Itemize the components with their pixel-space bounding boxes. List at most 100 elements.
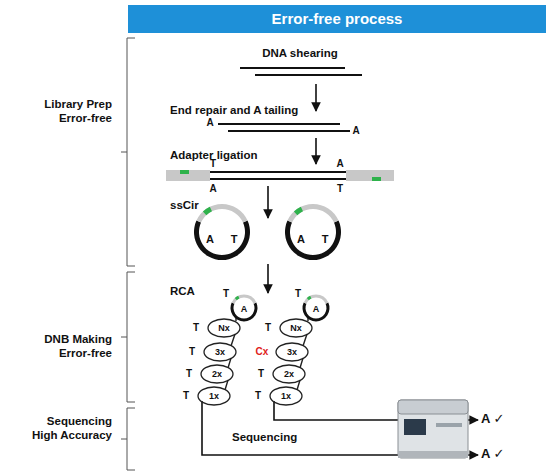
base-letter: A: [206, 117, 213, 129]
section-label: DNB Making Error-free: [24, 332, 112, 360]
sequencer-machine: [398, 400, 468, 458]
loop-outline: [201, 365, 233, 383]
process-arrow: [267, 264, 269, 293]
dnb-loop: 3x: [203, 342, 237, 362]
dnb-loop: 1x: [269, 386, 303, 406]
section-label: Library Prep Error-free: [24, 97, 112, 125]
node-text: 3x: [287, 346, 297, 358]
base-letter: T: [337, 183, 343, 195]
section-bracket: [121, 38, 135, 266]
process-arrow: [315, 138, 317, 164]
dna-strand: [210, 171, 346, 173]
dna-strand: [240, 67, 345, 69]
ring-outline: [303, 295, 330, 322]
base-letter: T: [193, 322, 199, 334]
dna-strand: [228, 130, 350, 132]
loop-outline: [204, 343, 236, 361]
sequencer-screen: [404, 419, 426, 435]
base-letter: A: [209, 183, 216, 195]
error-base: Cx: [256, 346, 269, 358]
base-letter: T: [210, 158, 216, 170]
base-letter: A: [336, 158, 343, 170]
barcode-mark: [235, 296, 240, 300]
adapter-block: [166, 170, 210, 181]
process-arrow: [267, 186, 269, 218]
insert-arc: [231, 302, 258, 321]
base-letter: A: [352, 125, 359, 137]
dnb-loop: Nx: [279, 318, 313, 338]
loop-outline: [273, 365, 305, 383]
dnb-coil: [225, 318, 308, 390]
circle-molecule: A: [301, 293, 331, 323]
node-text: Nx: [290, 322, 302, 334]
loop-outline: [280, 319, 312, 337]
step-label: RCA: [170, 284, 195, 298]
process-arrow: [315, 84, 317, 111]
dna-strand: [255, 74, 362, 76]
base-letter: T: [255, 390, 261, 402]
result-label: A ✓: [481, 412, 504, 426]
dna-strand: [218, 123, 340, 125]
dnb-loop: 3x: [275, 342, 309, 362]
circle-molecule: AT: [283, 202, 343, 262]
dna-strand: [210, 178, 346, 180]
barcode-mark: [307, 296, 312, 300]
node-text: 3x: [215, 346, 225, 358]
dnb-loop: 2x: [272, 364, 306, 384]
base-letter: T: [265, 322, 271, 334]
insert-arc: [285, 221, 341, 260]
node-text: 1x: [281, 390, 291, 402]
section-bracket: [121, 408, 135, 470]
insert-arc: [303, 302, 330, 321]
loop-outline: [198, 387, 230, 405]
node-outline: [283, 202, 343, 262]
node-text: T: [231, 233, 238, 245]
adapter-block: [346, 170, 394, 181]
sequencer-body: [398, 400, 468, 458]
sequencer-lid: [398, 400, 468, 414]
circle-molecule: A: [229, 293, 259, 323]
circle-molecule: AT: [192, 202, 252, 262]
ring-outline: [194, 204, 250, 260]
loop-outline: [208, 319, 240, 337]
base-letter: T: [189, 346, 195, 358]
adapter-arc: [232, 295, 257, 304]
base-letter: T: [258, 368, 264, 380]
loop-outline: [276, 343, 308, 361]
node-text: 2x: [212, 368, 222, 380]
node-outline: [192, 202, 252, 262]
dna-strand: [210, 68, 362, 179]
barcode-mark: [372, 177, 381, 181]
base-letter: T: [223, 288, 229, 300]
barcode-mark: [203, 207, 212, 215]
insert-arc: [194, 221, 250, 260]
node-text: A: [297, 233, 305, 245]
adapter-arc: [287, 204, 338, 223]
base-letter: T: [183, 390, 189, 402]
step-label: ssCir: [170, 198, 199, 212]
node-text: A: [313, 303, 320, 315]
section-bracket: [121, 38, 135, 470]
step-label: End repair and A tailing: [170, 103, 298, 117]
barcode-mark: [180, 170, 189, 174]
banner-title: Error-free process: [128, 5, 546, 33]
barcode-mark: [294, 207, 303, 215]
title-banner: [128, 5, 546, 33]
node-text: 1x: [209, 390, 219, 402]
step-label: DNA shearing: [262, 46, 338, 60]
sequencer-base: [398, 451, 468, 458]
adapter-arc: [304, 295, 329, 304]
step-label: Sequencing: [232, 430, 297, 444]
section-bracket: [121, 272, 135, 402]
loop-outline: [270, 387, 302, 405]
ring-outline: [231, 295, 258, 322]
node-text: T: [322, 233, 329, 245]
ring-outline: [285, 204, 341, 260]
dnb-loop: Nx: [207, 318, 241, 338]
node-text: A: [206, 233, 214, 245]
dnb-loop: 1x: [197, 386, 231, 406]
result-label: A ✓: [481, 447, 504, 461]
node-text: A: [241, 303, 248, 315]
